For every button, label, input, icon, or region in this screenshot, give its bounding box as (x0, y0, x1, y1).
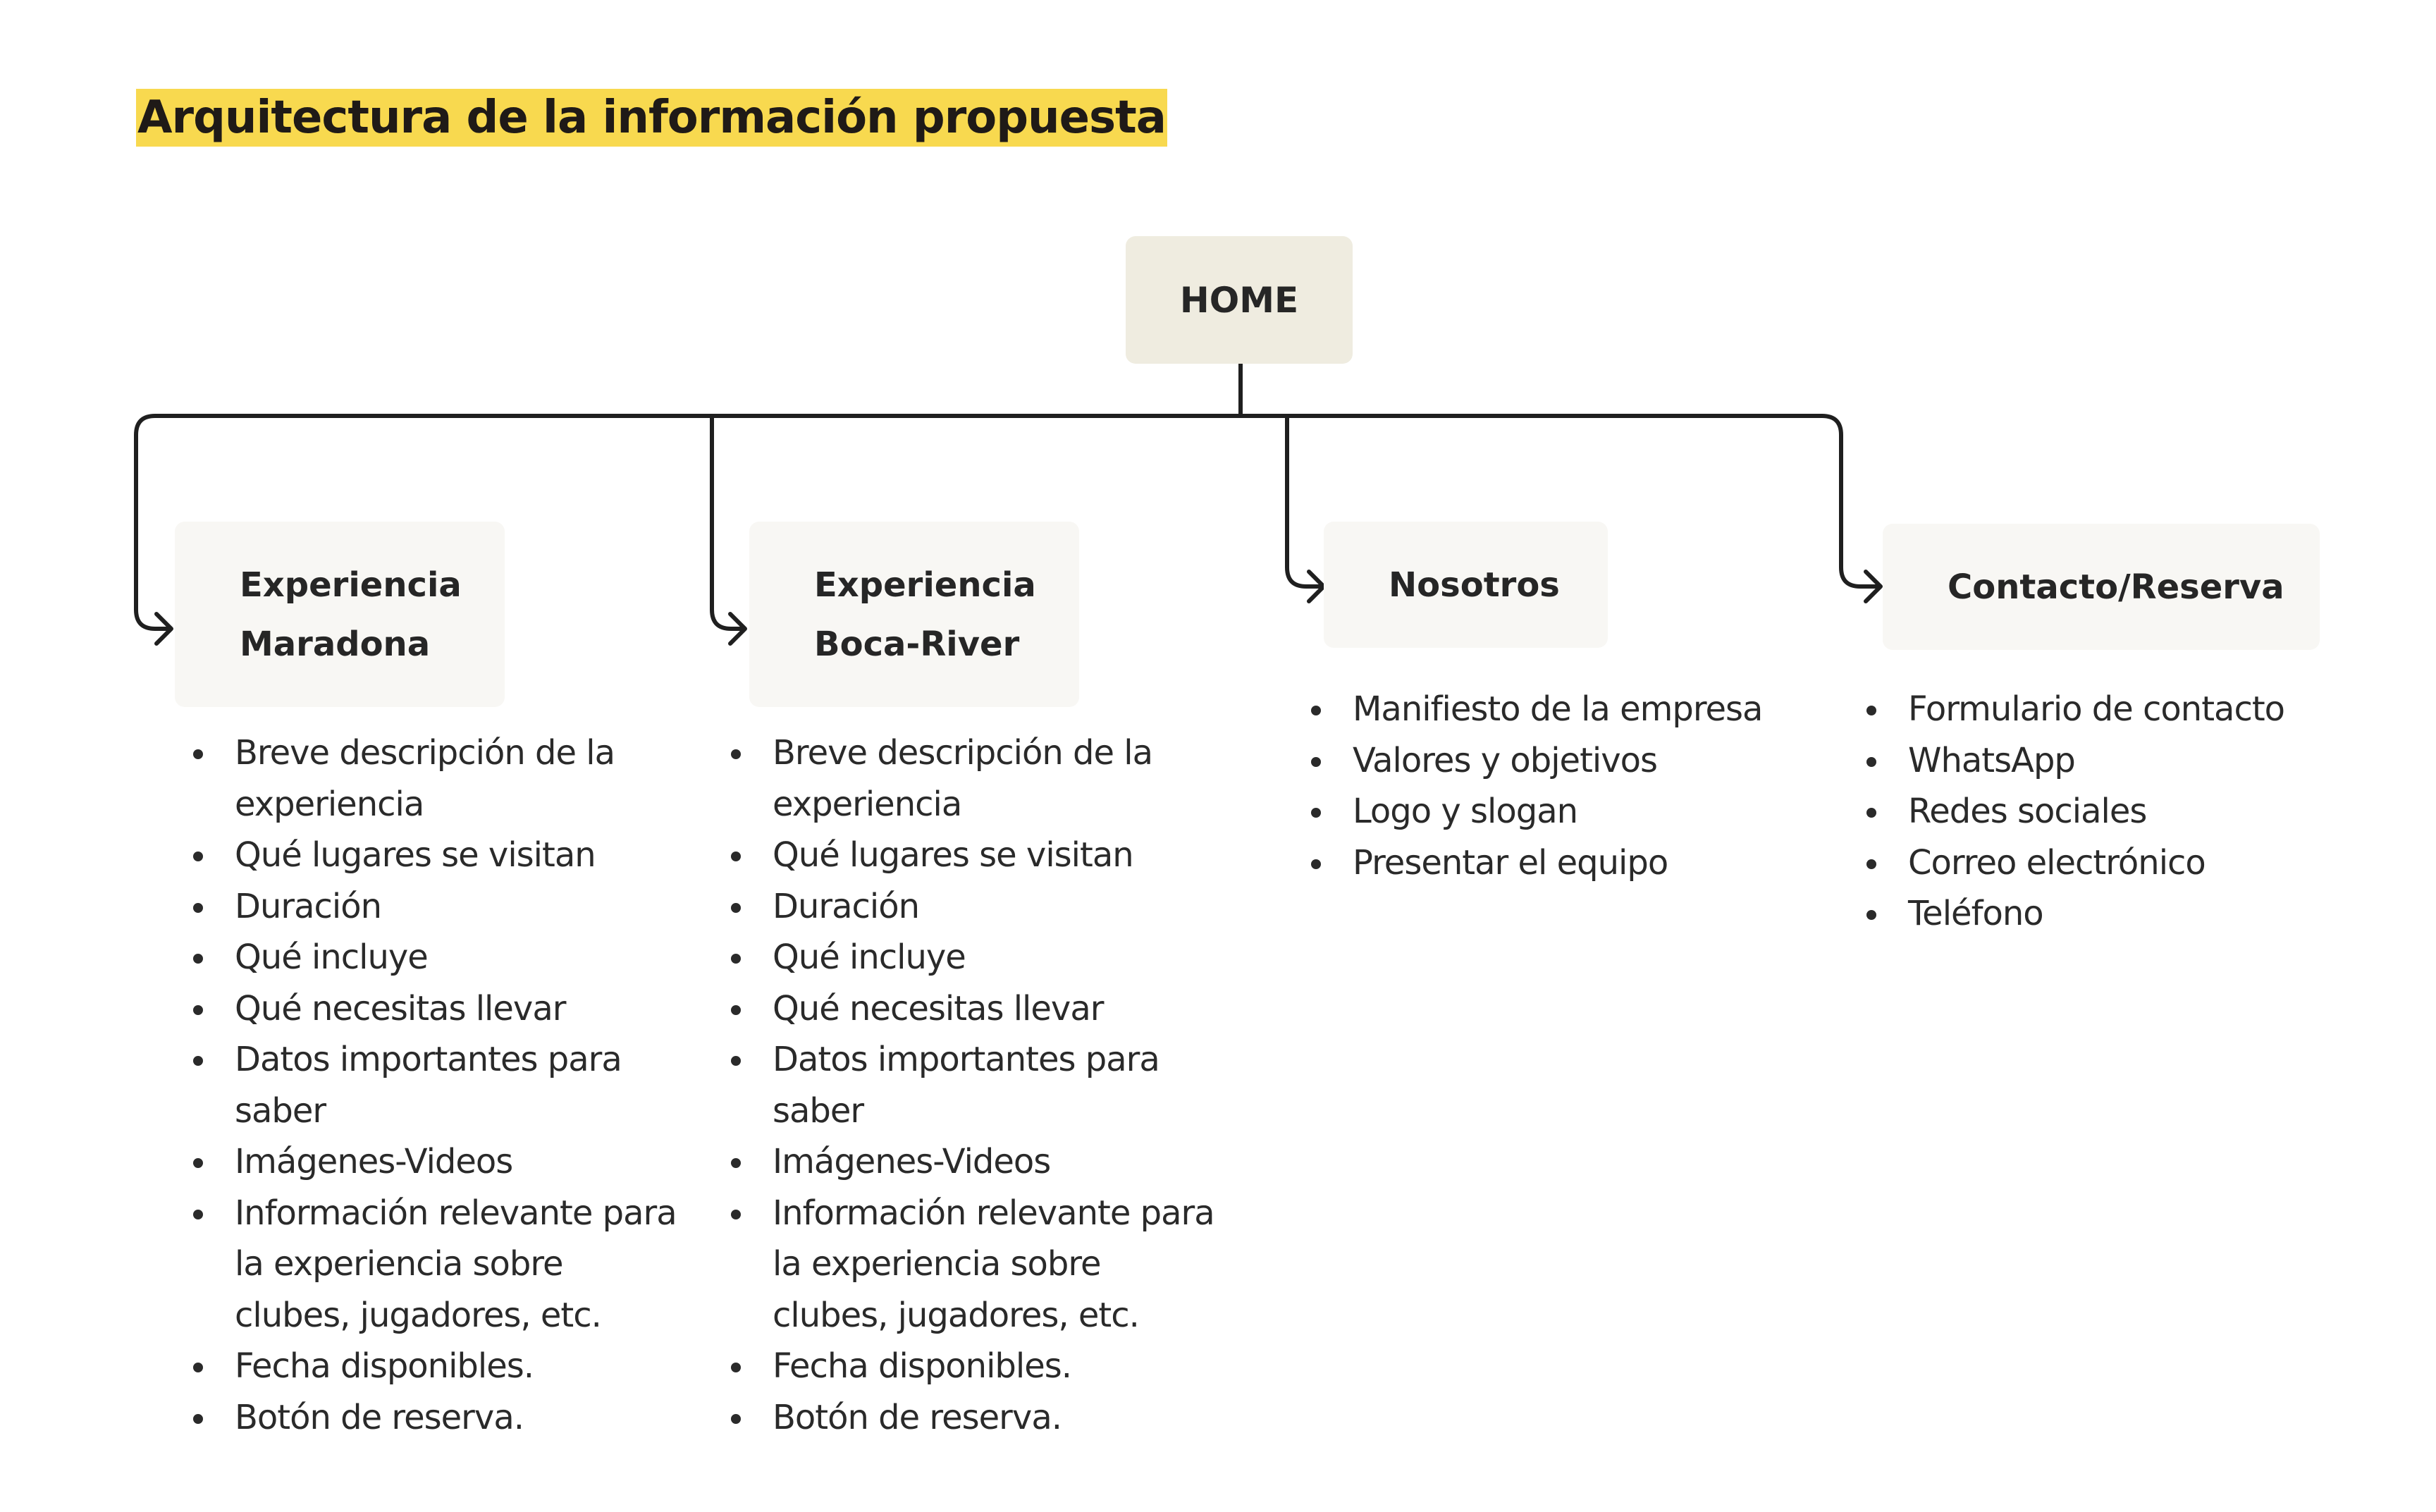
list-item: Qué necesitas llevar (187, 983, 681, 1035)
list-item: Fecha disponibles. (187, 1341, 681, 1392)
connector-branch-nosotros (1285, 414, 1324, 589)
list-item: Formulario de contacto (1861, 684, 2397, 735)
connector-branch-maradona (134, 414, 171, 631)
page-title: Arquitectura de la información propuesta (136, 89, 1167, 147)
list-item: Qué incluye (725, 932, 1219, 983)
node-experiencia-boca-river: Experiencia Boca-River (749, 522, 1079, 707)
list-item: Datos importantes para saber (187, 1034, 681, 1136)
list-item: Manifiesto de la empresa (1305, 684, 1841, 735)
connector-branch-contacto (1820, 414, 1881, 589)
list-item: Logo y slogan (1305, 786, 1841, 837)
list-item: WhatsApp (1861, 735, 2397, 787)
list-item: Valores y objetivos (1305, 735, 1841, 787)
list-item: Breve descripción de la experiencia (725, 727, 1219, 830)
node-contacto-reserva: Contacto/Reserva (1883, 524, 2320, 650)
list-contacto-items: Formulario de contacto WhatsApp Redes so… (1861, 684, 2397, 940)
node-label-line: Experiencia (814, 565, 1036, 605)
list-item: Imágenes-Videos (725, 1136, 1219, 1188)
node-label-line: Boca-River (814, 625, 1020, 664)
node-nosotros: Nosotros (1324, 522, 1608, 648)
list-item: Correo electrónico (1861, 837, 2397, 889)
list-item: Qué lugares se visitan (187, 830, 681, 881)
list-item: Redes sociales (1861, 786, 2397, 837)
node-label-line: Experiencia (240, 565, 462, 605)
connector-branch-boca-river (710, 414, 745, 631)
list-item: Breve descripción de la experiencia (187, 727, 681, 830)
list-item: Botón de reserva. (725, 1392, 1219, 1444)
node-label-line: Contacto/Reserva (1948, 567, 2284, 607)
list-item: Qué incluye (187, 932, 681, 983)
list-item: Información relevante para la experienci… (725, 1188, 1219, 1341)
node-experiencia-maradona: Experiencia Maradona (175, 522, 505, 707)
arrowhead-boca-river (728, 612, 747, 646)
list-boca-river-items: Breve descripción de la experiencia Qué … (725, 727, 1219, 1443)
list-item: Datos importantes para saber (725, 1034, 1219, 1136)
list-item: Fecha disponibles. (725, 1341, 1219, 1392)
node-label-line: Maradona (240, 625, 431, 664)
node-label-line: Nosotros (1389, 565, 1560, 605)
list-item: Botón de reserva. (187, 1392, 681, 1444)
list-maradona-items: Breve descripción de la experiencia Qué … (187, 727, 681, 1443)
node-home: HOME (1126, 236, 1353, 364)
node-home-label: HOME (1179, 279, 1299, 321)
list-item: Qué lugares se visitan (725, 830, 1219, 881)
list-item: Qué necesitas llevar (725, 983, 1219, 1035)
list-item: Duración (725, 881, 1219, 933)
list-nosotros-items: Manifiesto de la empresa Valores y objet… (1305, 684, 1841, 888)
list-item: Teléfono (1861, 888, 2397, 940)
arrowhead-contacto (1864, 570, 1883, 603)
arrowhead-maradona (154, 612, 173, 646)
list-item: Información relevante para la experienci… (187, 1188, 681, 1341)
list-item: Imágenes-Videos (187, 1136, 681, 1188)
list-item: Duración (187, 881, 681, 933)
list-item: Presentar el equipo (1305, 837, 1841, 889)
